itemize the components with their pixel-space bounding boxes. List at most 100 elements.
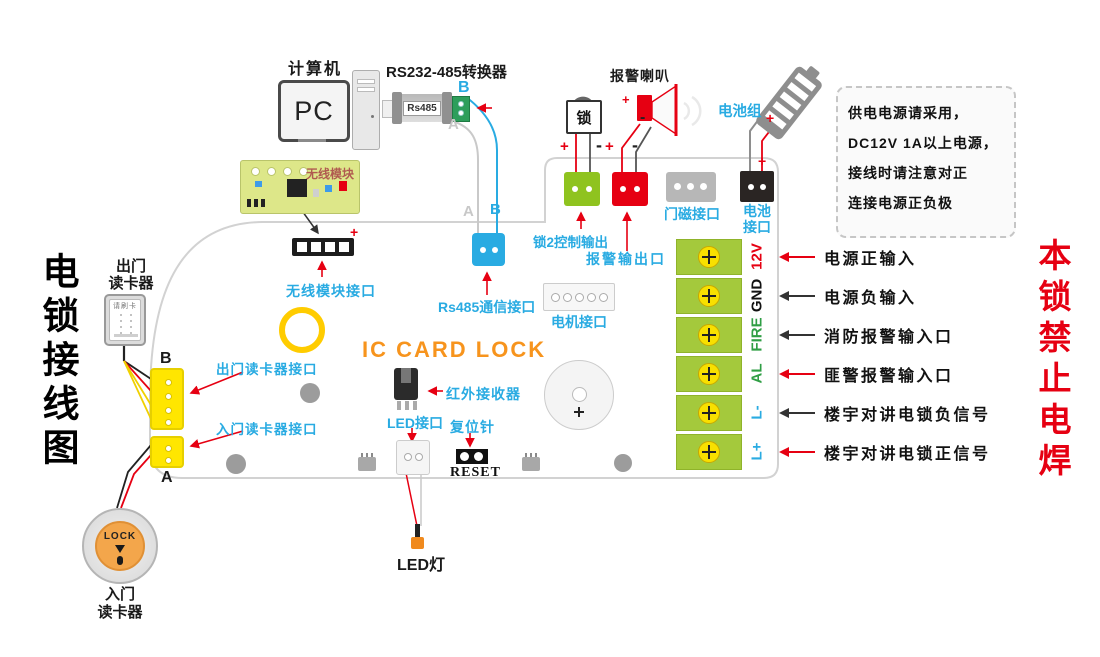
entry-reader-label: 入门 读卡器 (97, 586, 143, 621)
wireless-board-label: 无线模块 (305, 167, 354, 181)
reset-jumper (456, 449, 488, 464)
lock-minus: - (596, 135, 602, 155)
door-magnet-label: 门磁接口 (664, 206, 720, 222)
converter-body-text: Rs485 (403, 100, 441, 116)
led-lamp-label: LED灯 (397, 557, 446, 574)
door-magnet-connector (666, 172, 716, 202)
terminal-desc: 匪警报警输入口 (824, 368, 954, 385)
relay-component (358, 453, 376, 471)
lock2-label: 锁2控制输出 (533, 235, 609, 250)
terminal-desc: 电源负输入 (824, 290, 917, 307)
computer-label: 计算机 (288, 61, 343, 78)
exit-reader-label: 出门 读卡器 (108, 258, 154, 293)
connector-a-label: A (161, 469, 173, 486)
battery-pack-shape (756, 66, 822, 140)
horn-cone (651, 84, 677, 136)
connector-b-label: B (160, 350, 172, 367)
lock-plus: + (560, 138, 569, 155)
horn-wire-plus: + (605, 138, 614, 155)
converter-label: RS232-485转换器 (386, 64, 507, 81)
pc-tower (352, 70, 380, 150)
key-icon (115, 545, 125, 558)
battery-pack-label: 电池组 (718, 104, 762, 120)
battery-plus-bottom: + (758, 153, 767, 169)
pc-stand (298, 139, 326, 142)
alarm-output-label: 报警输出口 (586, 251, 666, 267)
note-line: 接线时请注意对正 (848, 165, 968, 182)
terminal-screw (698, 285, 720, 307)
terminal-screw (698, 324, 720, 346)
pin-label-l-minus: L- (748, 405, 766, 420)
terminal-cell (676, 278, 742, 314)
terminal-screw (698, 402, 720, 424)
power-note: 供电电源请采用， DC12V 1A以上电源， 接线时请注意对正 连接电源正负极 (836, 86, 1016, 238)
terminal-desc-row: 匪警报警输入口 (779, 364, 954, 385)
wire-b-label-mid: B (490, 201, 501, 218)
note-line: 供电电源请采用， (848, 105, 968, 121)
terminal-desc: 楼宇对讲电锁负信号 (824, 407, 991, 424)
alarm-output-connector (612, 172, 648, 206)
converter-cap-right (442, 92, 452, 124)
lock-device-label: 锁 (576, 109, 592, 127)
terminal-desc-row: 消防报警输入口 (779, 325, 954, 346)
terminal-desc-row: 楼宇对讲电锁负信号 (779, 403, 991, 424)
diagram-title: 电锁接线图 (37, 252, 78, 472)
horn-wire-minus: - (632, 135, 638, 155)
motor-port-connector (543, 283, 615, 311)
exit-reader-port-connector (150, 368, 184, 430)
terminal-screw (698, 441, 720, 463)
horn-label: 报警喇叭 (610, 68, 670, 84)
terminal-desc-row: 电源负输入 (779, 286, 917, 307)
converter-cap-left (392, 92, 402, 124)
pin-label-l-plus: L+ (748, 442, 766, 461)
horn-minus: - (640, 109, 646, 126)
pin-label-gnd: GND (748, 278, 766, 313)
converter-terminal (452, 96, 470, 122)
terminal-desc: 电源正输入 (824, 251, 917, 268)
mounting-hole (300, 383, 320, 403)
warning-banner: 本锁禁止电焊 (1034, 238, 1071, 484)
board-title: IC CARD LOCK (362, 337, 547, 362)
lock-button-text: LOCK (103, 531, 137, 542)
mounting-hole (614, 454, 632, 472)
pc-monitor: PC (278, 80, 350, 142)
terminal-desc-row: 楼宇对讲电锁正信号 (779, 442, 991, 463)
battery-port-label: 电池 接口 (743, 203, 771, 236)
battery-plus-top: + (766, 110, 775, 126)
reset-text: RESET (450, 465, 501, 480)
terminal-desc: 楼宇对讲电锁正信号 (824, 446, 991, 463)
led-port-connector (396, 440, 430, 475)
wire-b-label-top: B (458, 79, 470, 96)
pc-screen-text: PC (294, 95, 334, 126)
horn-driver (637, 95, 652, 121)
lock-device: 锁 (566, 100, 602, 134)
battery-port-connector (740, 171, 774, 202)
buzzer (544, 360, 614, 430)
mounting-hole (226, 454, 246, 474)
exit-reader-device: 请刷卡 (104, 294, 146, 346)
note-line: 连接电源正负极 (848, 195, 953, 212)
ir-receiver (394, 368, 418, 400)
wire-a-label-mid: A (463, 203, 474, 220)
entry-reader-device: LOCK (82, 508, 158, 584)
converter-body: Rs485 (402, 94, 442, 122)
ir-label: 红外接收器 (446, 386, 521, 402)
terminal-desc: 消防报警输入口 (824, 329, 954, 346)
note-line: DC12V 1A以上电源， (848, 135, 998, 152)
wireless-port-connector (292, 238, 354, 256)
pin-label-fire: FIRE (748, 317, 766, 352)
wireless-port-plus: + (350, 224, 359, 240)
horn-plus: + (622, 92, 630, 107)
terminal-cell (676, 239, 742, 275)
terminal-screw (698, 246, 720, 268)
lock2-connector (564, 172, 600, 206)
ir-receiver-pins (397, 401, 401, 410)
rs485-port-label: Rs485通信接口 (438, 299, 536, 315)
rs485-port-connector (472, 233, 505, 266)
led-lamp-body (411, 537, 424, 549)
led-port-label: LED接口 (387, 415, 443, 431)
wireless-port-label: 无线模块接口 (286, 283, 376, 299)
entry-reader-port-connector (150, 436, 184, 468)
terminal-desc-row: 电源正输入 (779, 247, 917, 268)
